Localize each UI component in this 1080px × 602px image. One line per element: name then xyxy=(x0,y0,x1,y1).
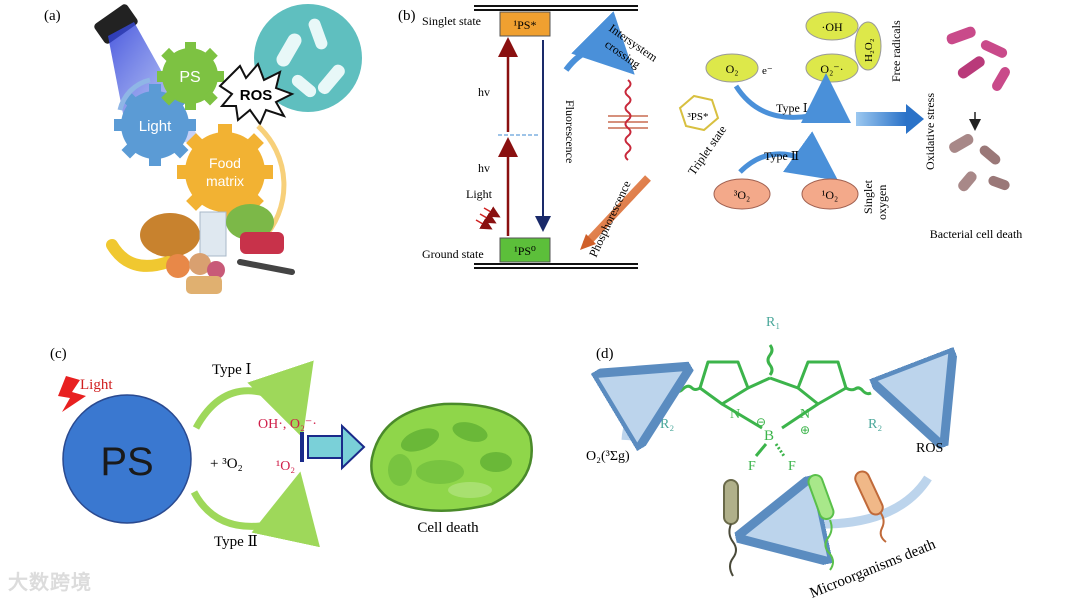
type1-arrow-c xyxy=(192,360,314,438)
h2o2-ellipse xyxy=(854,21,882,71)
type2-label-c: Type Ⅱ xyxy=(214,534,258,550)
bf-bonds xyxy=(754,443,786,457)
cell-death-arrow xyxy=(300,423,366,471)
singlet-ps-box xyxy=(499,11,551,37)
h2o2-label: H₂O₂ xyxy=(863,38,875,62)
light-cycle-arrow xyxy=(117,77,151,111)
oh-ellipse xyxy=(805,11,859,41)
cell-death-label: Cell death xyxy=(417,520,479,536)
phosphorescence-arrow xyxy=(583,175,651,247)
panel-d: (d) R₁ R₂ R₂ N N B ⊖ ⊕ F F O₂(³ xyxy=(586,315,943,602)
minus-charge: ⊖ xyxy=(756,415,766,429)
r2-left-label: R₂ xyxy=(660,417,674,432)
type2-arrow-c xyxy=(190,471,320,548)
food-matrix-gear: Food matrix xyxy=(177,124,273,220)
intersystem-crossing-arrow xyxy=(563,11,635,75)
singlet-o2-label: ¹O₂ xyxy=(822,188,838,202)
singlet-oxygen-label-1: Singlet xyxy=(861,179,875,214)
singlet-oxygen-label-2: oxygen xyxy=(875,185,889,220)
ps-circle xyxy=(62,394,192,524)
bacterial-death-label: Bacterial cell death xyxy=(930,227,1023,241)
oh-label: ·OH xyxy=(821,20,843,34)
o2-ground-label: O₂(³Σg) xyxy=(586,449,630,464)
watermark-logo: 大数跨境 xyxy=(8,570,92,594)
n-right-label: N xyxy=(800,407,810,422)
triplet-ps-hexagon xyxy=(678,94,720,132)
microorganisms-death-label: Microorganisms death xyxy=(808,536,939,601)
triplet-state-label: Triplet state xyxy=(685,123,729,178)
singlet-ps-label: ¹PS* xyxy=(514,18,537,32)
plus-o2-label: + ³O₂ xyxy=(210,456,243,472)
ground-ps-box xyxy=(499,237,551,263)
ground-ps-label: ¹PS⁰ xyxy=(514,244,536,258)
ground-state-label: Ground state xyxy=(422,247,484,261)
oxidative-arrow-head xyxy=(906,104,924,134)
singlet-o2-label-c: ¹O₂ xyxy=(276,459,295,474)
type1-label-b: Type Ⅰ xyxy=(776,101,808,115)
type2-arrow-b xyxy=(738,131,839,181)
triplet-ps-label: ³PS* xyxy=(687,111,708,123)
o2-to-ps-arrow xyxy=(626,380,668,440)
microorganisms-image xyxy=(723,470,887,577)
ros-burst: ROS xyxy=(218,62,295,127)
light-label-c: Light xyxy=(80,377,113,393)
ps-to-ros-arrow xyxy=(884,382,934,422)
superoxide-label: O₂⁻· xyxy=(820,62,843,76)
dying-bacteria-image xyxy=(949,134,1010,192)
type2-label-b: Type Ⅱ xyxy=(764,149,799,163)
free-radicals-label: Free radicals xyxy=(889,20,903,82)
phosphorescence-label: Phosphorescence xyxy=(586,178,634,259)
panel-a: (a) Light xyxy=(44,4,362,294)
o2-ellipse xyxy=(705,53,759,83)
oxidative-stress-label: Oxidative stress xyxy=(923,93,937,170)
fluorescence-label: Fluorescence xyxy=(563,100,577,163)
bacteria-circle xyxy=(254,4,362,112)
triplet-o2-label: ³O₂ xyxy=(734,188,750,202)
food-pile-image xyxy=(106,204,295,294)
lightning-icon xyxy=(58,376,86,412)
oxidative-arrow-shaft xyxy=(856,112,906,126)
hv-lower-label: hv xyxy=(478,161,490,175)
triplet-levels xyxy=(608,115,648,129)
panel-b: (b) Singlet state ¹PS* Ground state ¹PS⁰… xyxy=(398,5,1023,269)
panel-c: (c) Light PS Type Ⅰ Type Ⅱ + ³O₂ OH·, O₂… xyxy=(50,346,533,550)
ps-gear: PS xyxy=(157,42,224,110)
radicals-label: OH·, O₂⁻· xyxy=(258,417,317,432)
vibrational-relaxation-wave xyxy=(624,79,632,161)
triplet-o2-ellipse xyxy=(713,178,771,210)
ros-to-death-arrow xyxy=(762,478,932,532)
plus-charge: ⊕ xyxy=(800,423,810,437)
r2-right-label: R₂ xyxy=(868,417,882,432)
healthy-bacteria-image xyxy=(946,26,1010,91)
singlet-o2-ellipse xyxy=(801,178,859,210)
ps-circle-label: PS xyxy=(100,440,153,484)
type1-arrow-b xyxy=(733,73,851,124)
light-rays-icon xyxy=(475,206,501,230)
bodipy-structure xyxy=(665,344,872,430)
gear-food-label-2: matrix xyxy=(206,173,244,189)
boron-label: B xyxy=(764,428,774,444)
n-left-label: N xyxy=(730,407,740,422)
light-label-b: Light xyxy=(466,187,493,201)
f-left-label: F xyxy=(748,459,756,474)
panel-b-label: (b) xyxy=(398,8,416,24)
panel-d-label: (d) xyxy=(596,346,614,362)
gear-food-label-1: Food xyxy=(209,155,241,171)
gear-ps-label: PS xyxy=(179,69,200,86)
r1-label: R₁ xyxy=(766,315,780,330)
panel-a-label: (a) xyxy=(44,8,61,24)
electron-label: e⁻ xyxy=(762,65,773,77)
ros-label-d: ROS xyxy=(916,441,943,456)
hv-upper-label: hv xyxy=(478,85,490,99)
o2-label: O₂ xyxy=(726,62,739,76)
singlet-state-label: Singlet state xyxy=(422,14,481,28)
plant-cell-image xyxy=(370,402,533,512)
gear-light-label: Light xyxy=(139,118,172,135)
type1-label-c: Type Ⅰ xyxy=(212,362,252,378)
f-right-label: F xyxy=(788,459,796,474)
ros-label: ROS xyxy=(240,87,273,104)
panel-c-label: (c) xyxy=(50,346,67,362)
